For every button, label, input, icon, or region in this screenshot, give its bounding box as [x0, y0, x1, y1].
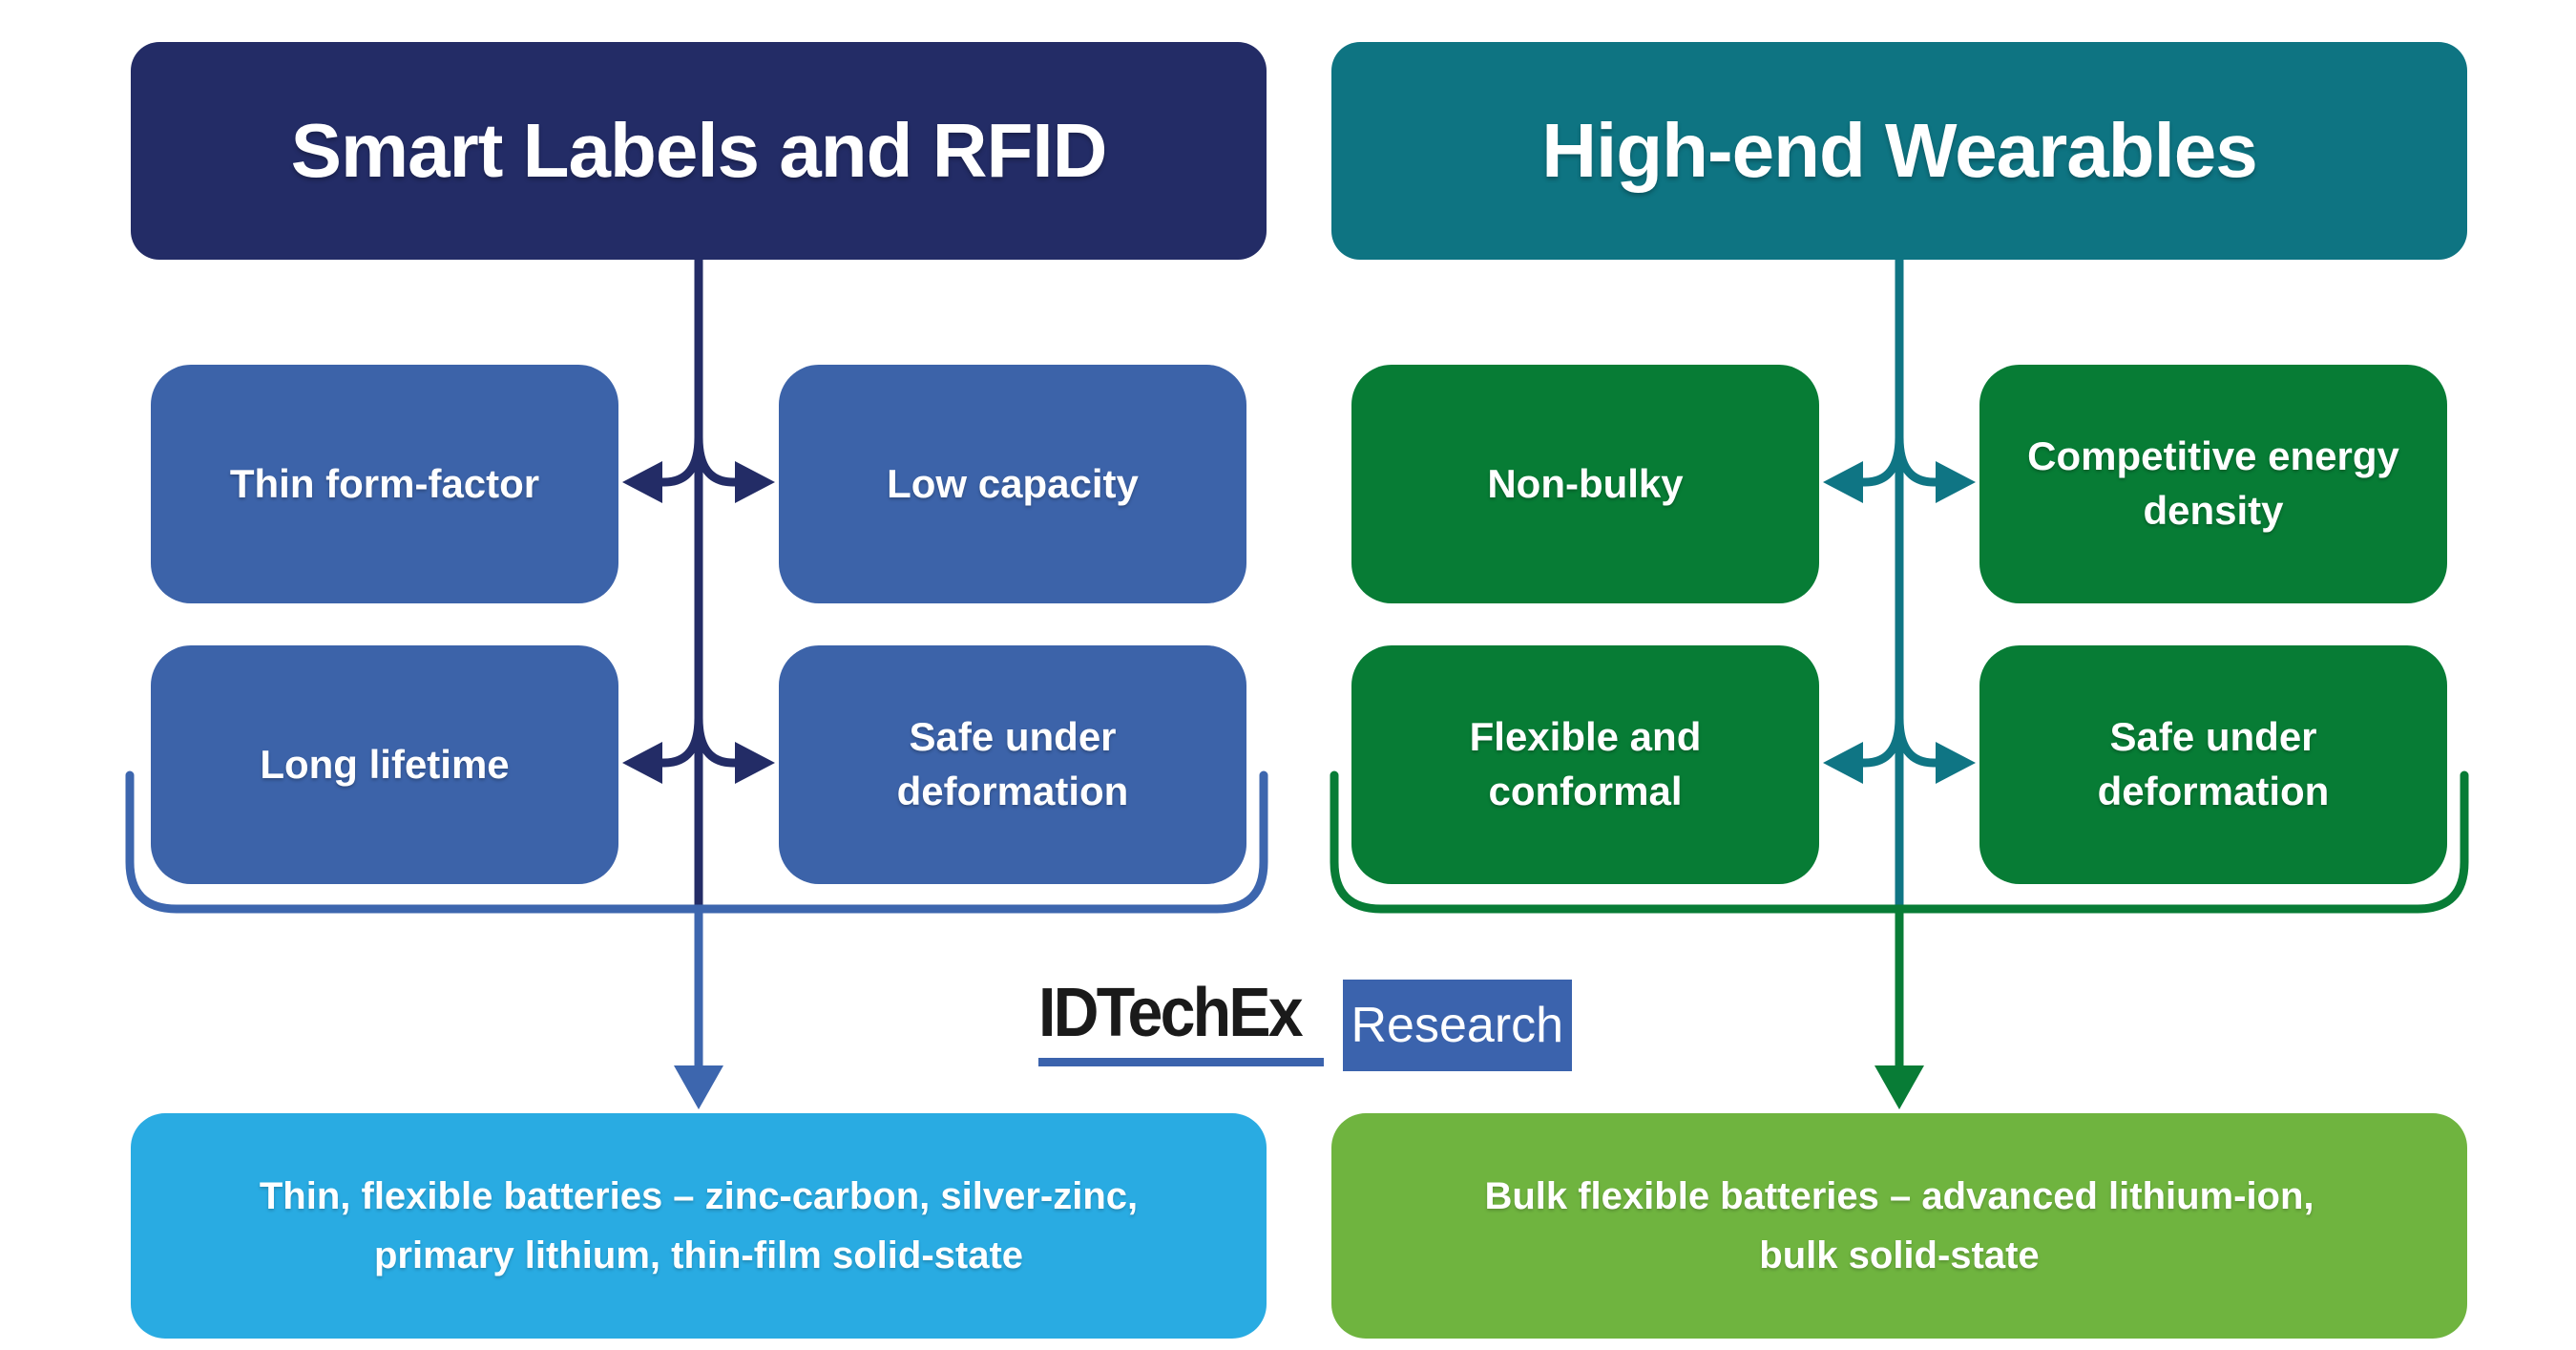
right-fork-row2-left-arrowhead [1823, 742, 1863, 784]
right-fork-row1-left [1861, 436, 1904, 487]
right-outcome-line-2: bulk solid-state [1759, 1234, 2040, 1276]
right-outcome-text: Bulk flexible batteries – advanced lithi… [1484, 1167, 2314, 1285]
left-fork-row2-left-arrowhead [622, 742, 662, 784]
left-outcome-line-1: Thin, flexible batteries – zinc-carbon, … [259, 1175, 1139, 1217]
left-outcome-line-2: primary lithium, thin-film solid-state [373, 1234, 1024, 1276]
left-feature-safe-under-deformation: Safe under deformation [779, 645, 1246, 884]
right-outcome-line-1: Bulk flexible batteries – advanced lithi… [1484, 1175, 2314, 1217]
research-badge: Research [1342, 980, 1572, 1071]
idtechex-brand-wrap: IDTechEx [1038, 975, 1324, 1066]
right-fork-row2-left [1861, 717, 1904, 768]
left-fork-row1-left-arrowhead [622, 461, 662, 503]
left-connectors [125, 258, 1268, 1109]
left-fork-row1-left [660, 436, 703, 487]
left-fork-row1-right [694, 436, 737, 487]
right-fork-row1-right-arrowhead [1936, 461, 1976, 503]
right-fork-row2-right-arrowhead [1936, 742, 1976, 784]
left-outcome-text: Thin, flexible batteries – zinc-carbon, … [260, 1167, 1138, 1285]
right-fork-row1-right [1895, 436, 1937, 487]
left-fork-row2-right-arrowhead [735, 742, 775, 784]
right-header: High-end Wearables [1331, 42, 2467, 260]
left-feature-thin-form-factor: Thin form-factor [151, 365, 618, 603]
left-outcome-arrowhead [674, 1065, 723, 1109]
left-fork-row1-right-arrowhead [735, 461, 775, 503]
right-connectors [1330, 258, 2469, 1109]
left-feature-low-capacity: Low capacity [779, 365, 1246, 603]
left-header: Smart Labels and RFID [131, 42, 1267, 260]
left-fork-row2-right [694, 717, 737, 768]
idtechex-brand-text: IDTechEx [1038, 975, 1304, 1051]
right-fork-row2-right [1895, 717, 1937, 768]
right-outcome-arrowhead [1874, 1065, 1924, 1109]
idtechex-brand-underline [1038, 1058, 1324, 1066]
idtechex-logo: IDTechEx Research [1038, 975, 1572, 1071]
right-feature-flexible-and-conformal: Flexible and conformal [1351, 645, 1819, 884]
left-fork-row2-left [660, 717, 703, 768]
right-outcome-box: Bulk flexible batteries – advanced lithi… [1331, 1113, 2467, 1339]
right-feature-competitive-energy-density: Competitive energy density [1979, 365, 2447, 603]
right-fork-row1-left-arrowhead [1823, 461, 1863, 503]
left-feature-long-lifetime: Long lifetime [151, 645, 618, 884]
right-feature-safe-under-deformation: Safe under deformation [1979, 645, 2447, 884]
research-label: Research [1351, 998, 1564, 1053]
right-feature-non-bulky: Non-bulky [1351, 365, 1819, 603]
left-outcome-box: Thin, flexible batteries – zinc-carbon, … [131, 1113, 1267, 1339]
